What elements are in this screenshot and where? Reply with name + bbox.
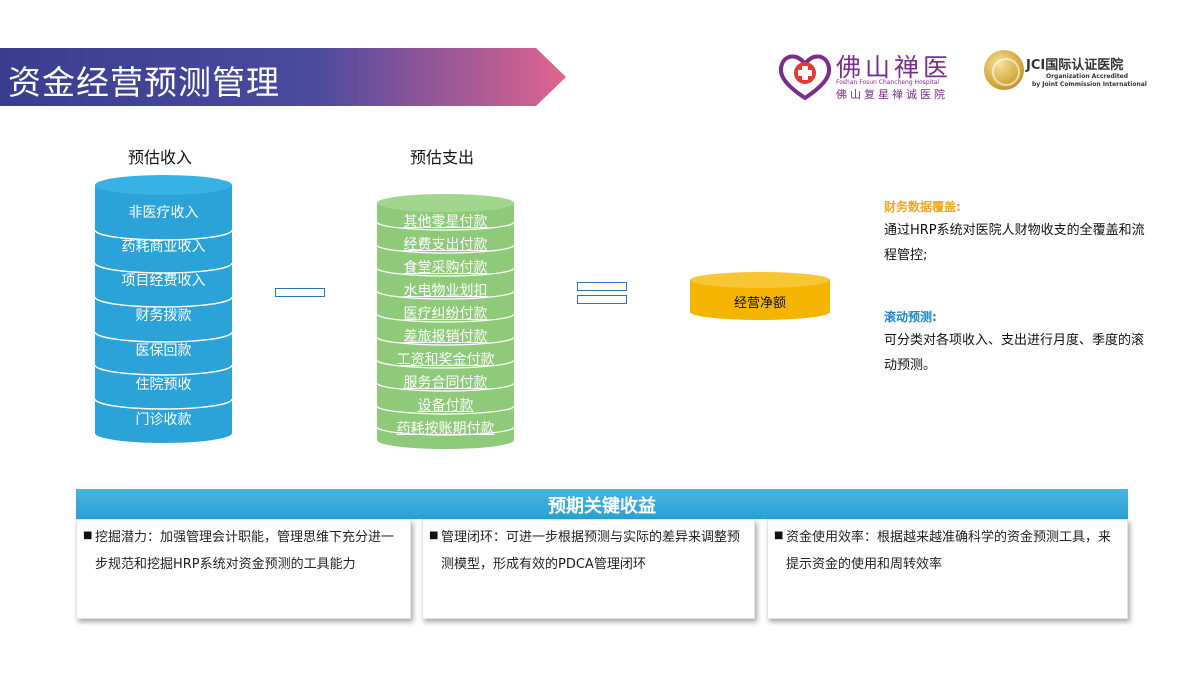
expense-item: 其他零星付款 (403, 214, 488, 230)
income-cylinder: 非医疗收入 药耗商业收入 项目经费收入 财务拨款 医保回款 住院预收 门诊收款 (94, 175, 233, 443)
expense-item: 经费支出付款 (403, 237, 488, 253)
expense-cylinder: 其他零星付款 经费支出付款 食堂采购付款 水电物业划扣 医疗纠纷付款 差旅报销付… (376, 194, 515, 450)
benefit-card: ■ 挖掘潜力：加强管理会计职能，管理思维下充分进一步规范和挖掘HRP系统对资金预… (76, 519, 411, 619)
income-item: 药耗商业收入 (121, 239, 206, 255)
expense-item: 工资和奖金付款 (396, 352, 495, 368)
expense-heading: 预估支出 (410, 148, 475, 167)
hospital-logo-cn: 佛山禅医 (836, 53, 953, 82)
jci-seal-icon (984, 50, 1024, 90)
bullet-icon: ■ (429, 530, 439, 541)
income-item: 住院预收 (135, 377, 192, 393)
bullet-icon: ■ (83, 530, 93, 541)
benefit-card: ■ 管理闭环：可进一步根据预测与实际的差异来调整预测模型，形成有效的PDCA管理… (422, 519, 755, 619)
benefit-card-text: 资金使用效率：根据越来越准确科学的资金预测工具，来提示资金的使用和周转效率 (786, 530, 1112, 572)
connector-minus (275, 288, 325, 297)
connector-equals-bottom (577, 295, 627, 304)
benefit-title: 预期关键收益 (548, 496, 656, 517)
heart-cross-icon (778, 54, 832, 101)
connector-equals-top (577, 282, 627, 291)
coverage-title: 财务数据覆盖: (884, 200, 961, 214)
rolling-title: 滚动预测: (884, 310, 937, 324)
income-item: 项目经费收入 (121, 273, 206, 289)
income-item: 医保回款 (135, 343, 192, 359)
expense-item: 水电物业划扣 (403, 283, 488, 299)
expense-item: 医疗纠纷付款 (403, 306, 488, 322)
page-title: 资金经营预测管理 (8, 63, 280, 102)
jci-subtitle-2: by Joint Commission International (1032, 81, 1147, 88)
expense-item: 差旅报销付款 (403, 329, 488, 345)
expense-item: 药耗按账期付款 (396, 421, 495, 437)
net-amount-cylinder: 经营净额 (690, 272, 830, 320)
expense-item: 食堂采购付款 (403, 260, 488, 276)
benefit-card-text: 管理闭环：可进一步根据预测与实际的差异来调整预测模型，形成有效的PDCA管理闭环 (441, 530, 741, 572)
benefit-card-text: 挖掘潜力：加强管理会计职能，管理思维下充分进一步规范和挖掘HRP系统对资金预测的… (95, 530, 395, 572)
hospital-logo-cn-full: 佛山复星禅诚医院 (836, 88, 948, 101)
net-cylinder-shape (690, 272, 830, 320)
benefit-header: 预期关键收益 (76, 489, 1128, 519)
income-item: 非医疗收入 (128, 205, 199, 221)
rolling-text: 可分类对各项收入、支出进行月度、季度的滚动预测。 (884, 333, 1145, 373)
income-cylinder-shape (94, 175, 233, 443)
coverage-text: 通过HRP系统对医院人财物收支的全覆盖和流程管控; (884, 223, 1145, 263)
expense-cylinder-shape (376, 194, 515, 449)
jci-title: JCI国际认证医院 (1026, 58, 1124, 73)
benefit-card: ■ 资金使用效率：根据越来越准确科学的资金预测工具，来提示资金的使用和周转效率 (767, 519, 1128, 619)
expense-item: 设备付款 (417, 398, 474, 414)
jci-logo: JCI国际认证医院 Organization Accredited by Joi… (984, 50, 1154, 96)
expense-item: 服务合同付款 (403, 375, 488, 391)
banner-arrow-shape (0, 48, 566, 106)
hospital-logo: 佛山禅医 Foshan Fosun Chancheng Hospital 佛山复… (776, 48, 966, 104)
jci-subtitle-1: Organization Accredited (1046, 73, 1129, 80)
bullet-icon: ■ (774, 530, 784, 541)
hospital-logo-en: Foshan Fosun Chancheng Hospital (836, 79, 940, 86)
income-heading: 预估收入 (128, 148, 193, 167)
net-amount-label: 经营净额 (733, 296, 786, 311)
title-banner: 资金经营预测管理 (0, 48, 566, 106)
income-item: 财务拨款 (135, 308, 192, 324)
income-item: 门诊收款 (135, 412, 192, 428)
